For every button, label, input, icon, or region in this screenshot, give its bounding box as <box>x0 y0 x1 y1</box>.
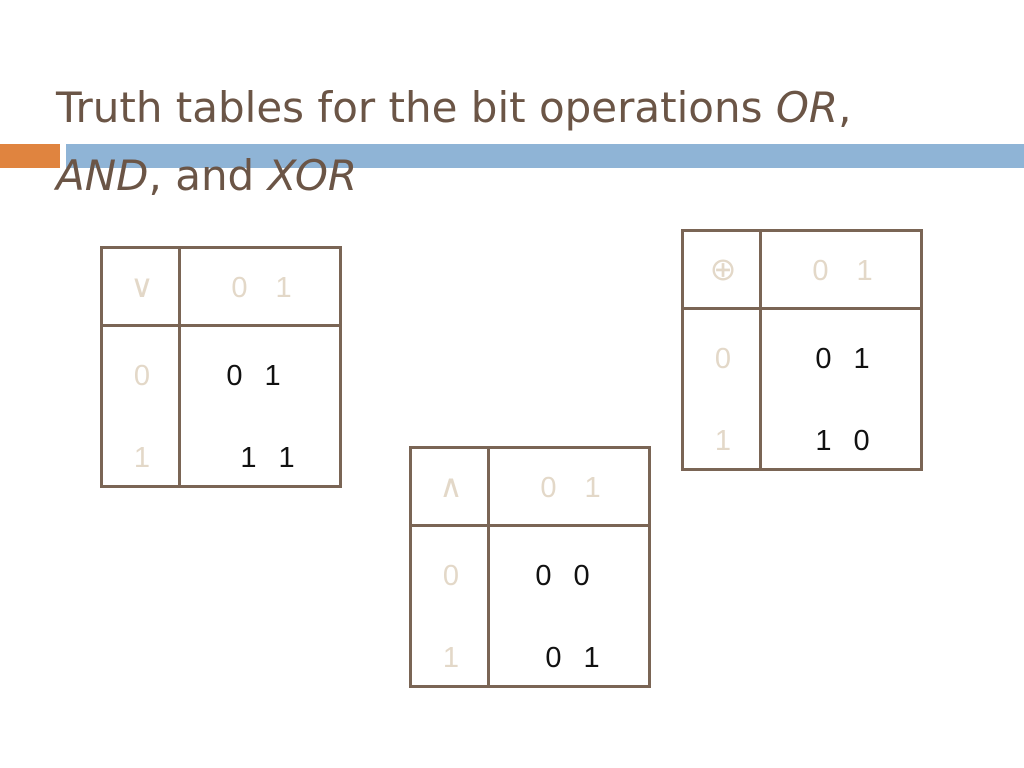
xor-column-headers: 0 1 <box>812 255 873 287</box>
and-row-header-0: 0 <box>442 560 460 592</box>
title-conjunction: , and <box>148 151 268 200</box>
table-divider-vertical <box>759 232 762 468</box>
title-comma: , <box>838 83 852 132</box>
and-row-0-values: 0 0 <box>535 560 590 592</box>
and-truth-table: ∧ 0 1 0 1 0 0 0 1 <box>409 446 651 688</box>
or-row-header-0: 0 <box>133 360 151 392</box>
accent-bar-blue <box>66 144 1024 168</box>
table-divider-horizontal <box>412 524 648 527</box>
and-row-header-1: 1 <box>442 642 460 674</box>
or-row-0-values: 0 1 <box>226 360 281 392</box>
title-xor: XOR <box>267 151 358 200</box>
xor-row-header-1: 1 <box>714 425 732 457</box>
table-divider-vertical <box>178 249 181 485</box>
or-operator-symbol: ∨ <box>130 268 154 304</box>
title-or: OR <box>775 83 839 132</box>
title-text-prefix: Truth tables for the bit operations <box>56 83 776 132</box>
accent-bar-orange <box>0 144 60 168</box>
table-divider-vertical <box>487 449 490 685</box>
xor-operator-symbol: ⊕ <box>709 251 737 287</box>
and-row-1-values: 0 1 <box>545 642 600 674</box>
xor-row-0-values: 0 1 <box>815 343 870 375</box>
xor-row-1-values: 1 0 <box>815 425 870 457</box>
or-row-header-1: 1 <box>133 442 151 474</box>
or-column-headers: 0 1 <box>231 272 292 304</box>
or-truth-table: ∨ 0 1 0 1 0 1 1 1 <box>100 246 342 488</box>
and-operator-symbol: ∧ <box>439 468 463 504</box>
table-divider-horizontal <box>103 324 339 327</box>
xor-truth-table: ⊕ 0 1 0 1 0 1 1 0 <box>681 229 923 471</box>
xor-row-header-0: 0 <box>714 343 732 375</box>
title-and: AND <box>56 151 149 200</box>
or-row-1-values: 1 1 <box>240 442 295 474</box>
and-column-headers: 0 1 <box>540 472 601 504</box>
table-divider-horizontal <box>684 307 920 310</box>
slide-title: Truth tables for the bit operations OR, A… <box>56 74 956 210</box>
